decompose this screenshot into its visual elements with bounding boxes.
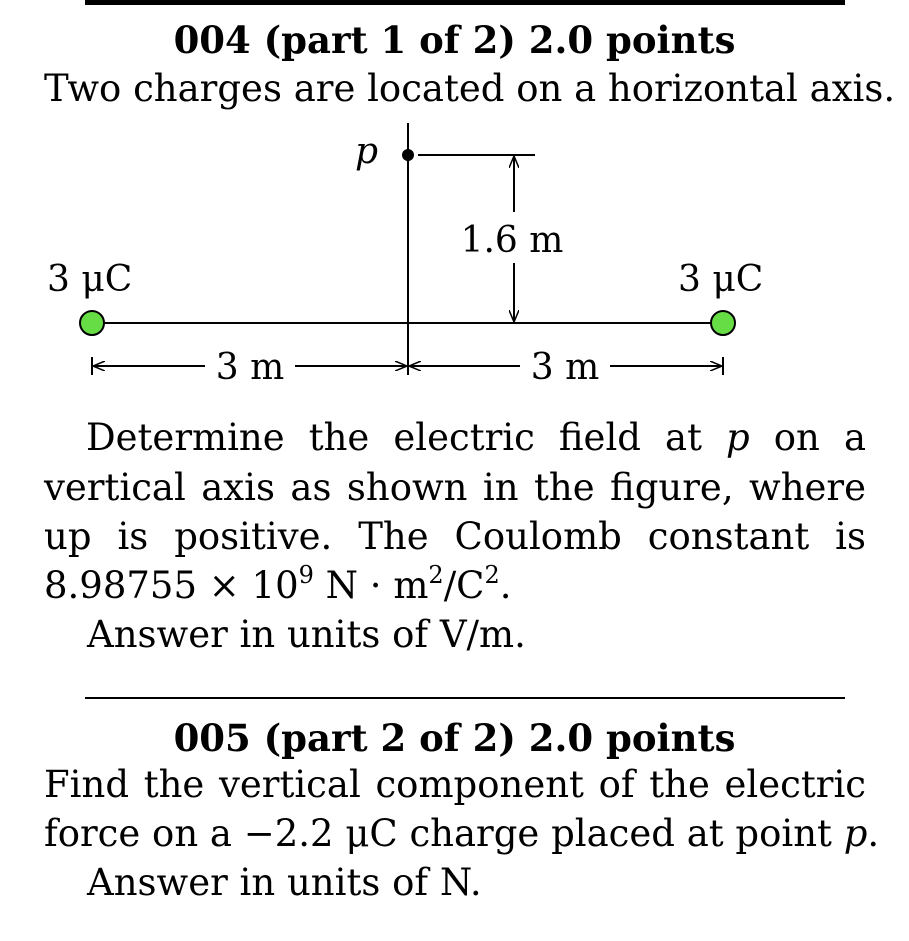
question-004-intro: Two charges are located on a horizontal … (44, 67, 896, 110)
left-charge-label: 3 μC (47, 259, 132, 300)
question-005-line-2: force on a −2.2 μC charge placed at poin… (44, 812, 880, 855)
point-p-dot (402, 149, 414, 161)
height-label: 1.6 m (461, 220, 564, 261)
question-005-answer-units: Answer in units of N. (87, 861, 482, 904)
left-charge (79, 310, 105, 336)
question-005-line-1: Find the vertical component of the elect… (44, 763, 866, 806)
question-004-body-line-1: Determine the electric field at p on a (86, 416, 867, 459)
question-004-body-line-3: up is positive. The Coulomb constant is (44, 515, 866, 558)
section-divider (85, 697, 845, 699)
point-p-label: p (355, 131, 378, 172)
question-004-body-line-4: 8.98755 × 109 N · m2/C2. (44, 561, 512, 607)
question-005-header: 005 (part 2 of 2) 2.0 points (173, 716, 736, 760)
right-distance-label: 3 m (531, 347, 599, 388)
right-charge-label: 3 μC (678, 259, 763, 300)
charge-figure: p 1.6 m 3 μC 3 μC 3 m 3 m (47, 123, 763, 388)
left-distance-label: 3 m (216, 347, 284, 388)
question-004-answer-units: Answer in units of V/m. (87, 613, 526, 656)
right-charge (710, 310, 736, 336)
question-004-body-line-2: vertical axis as shown in the figure, wh… (44, 466, 866, 509)
question-004-header: 004 (part 1 of 2) 2.0 points (173, 18, 736, 62)
top-rule (85, 0, 845, 5)
